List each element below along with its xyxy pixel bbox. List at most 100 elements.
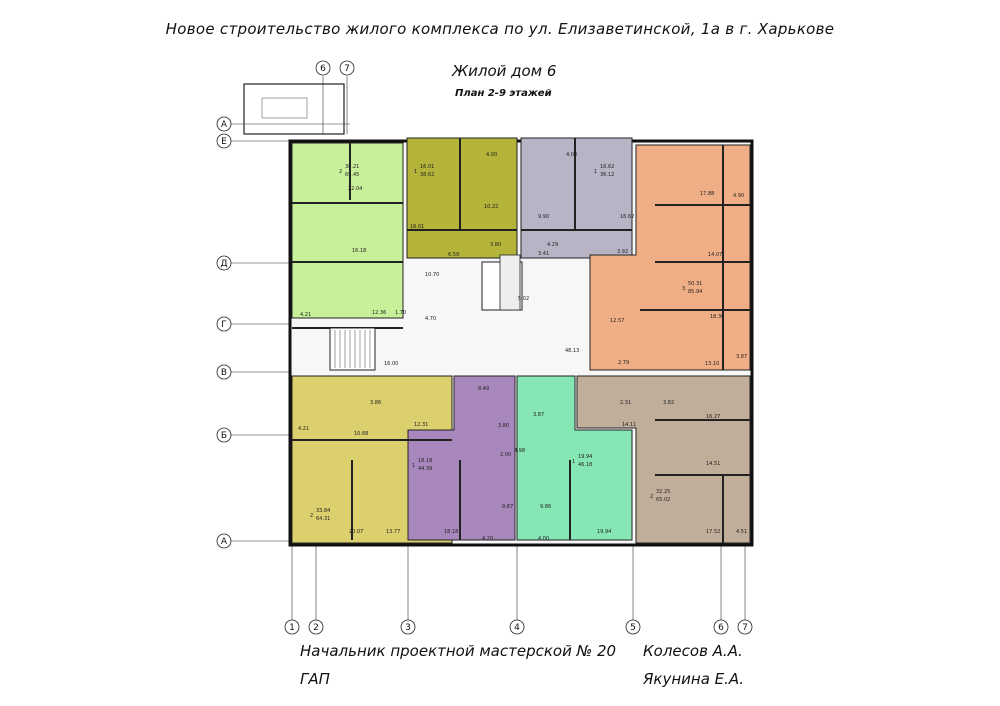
stair-core — [329, 254, 523, 371]
apartment-total-area: 46.18 — [578, 462, 592, 468]
room-area: 3.86 — [370, 400, 381, 406]
room-area: 3.87 — [736, 354, 747, 360]
room-area: 48.13 — [565, 348, 579, 354]
apartment-7 — [516, 375, 633, 541]
room-area: 14.51 — [706, 461, 720, 467]
axis-col-label: 2 — [313, 623, 319, 633]
room-area: 20.07 — [349, 529, 363, 535]
room-area: 2.79 — [618, 360, 629, 366]
room-area: 16.27 — [706, 414, 720, 420]
room-area: 22.04 — [348, 186, 362, 192]
apartment-living-area: 33.84 — [316, 508, 330, 514]
room-area: 19.94 — [597, 529, 611, 535]
apartment-8 — [576, 375, 751, 544]
room-area: 3.82 — [663, 400, 674, 406]
apartment-total-area: 85.94 — [688, 289, 702, 295]
axis-row-label: А — [221, 537, 228, 547]
axis-col-label: 1 — [289, 623, 295, 633]
room-area: 16.01 — [410, 224, 424, 230]
room-area: 9.90 — [538, 214, 549, 220]
apartment-total-area: 44.39 — [418, 466, 432, 472]
room-area: 4.00 — [486, 152, 497, 158]
room-area: 3.80 — [498, 423, 509, 429]
apartment-living-area: 32.25 — [656, 489, 670, 495]
apartment-living-area: 19.94 — [578, 454, 592, 460]
room-area: 2.00 — [500, 452, 511, 458]
room-area: 8.49 — [478, 386, 489, 392]
room-area: 4.51 — [736, 529, 747, 535]
axis-col-label: 6 — [718, 623, 724, 633]
room-area: 5.02 — [518, 296, 529, 302]
room-area: 12.36 — [372, 310, 386, 316]
room-area: 9.86 — [540, 504, 551, 510]
apartment-rooms: 1 — [414, 169, 417, 175]
room-area: 4.20 — [482, 536, 493, 542]
apartment-living-area: 50.31 — [688, 281, 702, 287]
grid-lines — [230, 76, 746, 620]
name-2: Якунина Е.А. — [643, 670, 744, 688]
room-area: 16.18 — [352, 248, 366, 254]
apartment-total-area: 69.45 — [345, 172, 359, 178]
building-name: Жилой дом 6 — [452, 62, 557, 80]
apartment-living-area: 18.18 — [418, 458, 432, 464]
room-area: 4.00 — [566, 152, 577, 158]
apartment-total-area: 65.02 — [656, 497, 670, 503]
room-area: 4.70 — [425, 316, 436, 322]
axis-col-label: 4 — [514, 623, 520, 633]
axis-col-label: 7 — [742, 623, 748, 633]
axis-row-label: Г — [221, 320, 227, 330]
room-area: 14.11 — [622, 422, 636, 428]
axis-row-label: Б — [221, 431, 227, 441]
room-area: 12.57 — [610, 318, 624, 324]
room-area: 3.92 — [617, 249, 628, 255]
name-1: Колесов А.А. — [643, 642, 743, 660]
room-area: 4.90 — [733, 193, 744, 199]
room-area: 9.87 — [502, 504, 513, 510]
room-area: 3.80 — [490, 242, 501, 248]
plan-name: План 2-9 этажей — [455, 88, 552, 99]
axis-row-label: А — [221, 120, 228, 130]
apartment-rooms: 2 — [650, 494, 653, 500]
room-area: 18.36 — [710, 314, 724, 320]
apartment-total-area: 36.12 — [600, 172, 614, 178]
room-area: 13.77 — [386, 529, 400, 535]
room-area: 16.00 — [384, 361, 398, 367]
room-area: 10.70 — [425, 272, 439, 278]
axis-row-label: Е — [221, 137, 227, 147]
apartment-2 — [406, 137, 518, 259]
apartment-rooms: 3 — [682, 286, 685, 292]
axis-col-label: 3 — [405, 623, 411, 633]
apartment-rooms: 2 — [339, 169, 342, 175]
apartment-rooms: 1 — [594, 169, 597, 175]
apartment-rooms: 1 — [572, 459, 575, 465]
axis-top-label: 6 — [320, 64, 326, 74]
axis-col-label: 5 — [630, 623, 636, 633]
room-area: 18.18 — [444, 529, 458, 535]
role-1: Начальник проектной мастерской № 20 — [300, 642, 617, 660]
room-area: 6.59 — [448, 252, 459, 258]
axis-row-label: В — [221, 368, 227, 378]
apartment-living-area: 16.62 — [600, 164, 614, 170]
room-area: 4.00 — [538, 536, 549, 542]
room-area: 3.87 — [533, 412, 544, 418]
apartment-1 — [291, 142, 404, 319]
apartment-rooms: 2 — [310, 513, 313, 519]
room-area: 4.21 — [300, 312, 311, 318]
room-area: 14.07 — [708, 252, 722, 258]
apartment-total-area: 64.31 — [316, 516, 330, 522]
room-area: 2.31 — [620, 400, 631, 406]
apartment-total-area: 38.62 — [420, 172, 434, 178]
room-area: 13.10 — [705, 361, 719, 367]
apartment-rooms: 1 — [412, 463, 415, 469]
room-area: 3.41 — [538, 251, 549, 257]
room-area: 4.29 — [547, 242, 558, 248]
page-title: Новое строительство жилого комплекса по … — [165, 20, 835, 38]
axis-top-label: 7 — [344, 64, 350, 74]
room-area: 16.62 — [620, 214, 634, 220]
room-area: 4.21 — [298, 426, 309, 432]
apartment-living-area: 38.21 — [345, 164, 359, 170]
room-area: 4.98 — [514, 448, 525, 454]
room-area: 1.70 — [395, 310, 406, 316]
apartment-living-area: 16.01 — [420, 164, 434, 170]
